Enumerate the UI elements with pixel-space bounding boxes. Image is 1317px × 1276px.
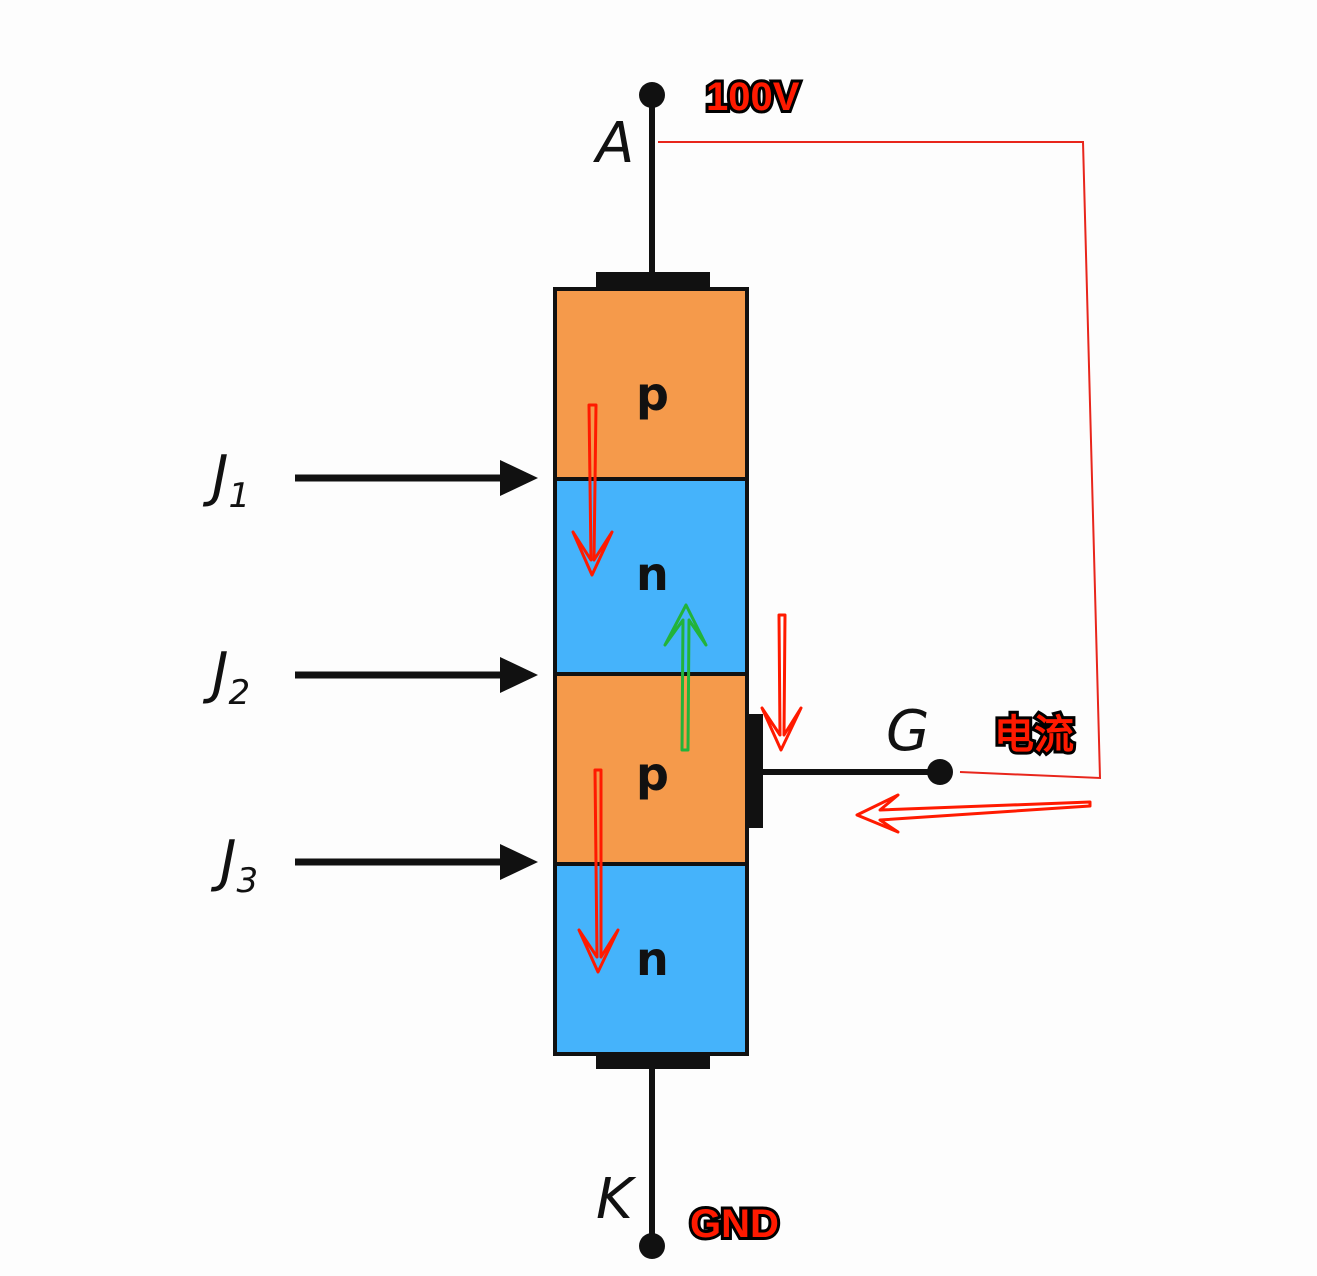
junction-arrow-j3 [295,844,538,880]
current-arrow-down-1 [571,403,614,577]
gate-label: G [886,699,929,764]
cathode-lead [596,1052,710,1259]
anode-lead [596,82,710,290]
layer-label: p [636,367,669,421]
junction-arrows [295,460,538,880]
n-layer-top [553,477,749,676]
gate-current-arrow [855,793,1092,834]
current-arrow-down-2 [577,768,620,974]
external-trigger-wire [658,141,1102,780]
layer-label: n [636,932,669,986]
layer-label: p [636,747,669,801]
current-arrow-up-green [663,603,708,752]
current-arrow-down-gate [760,613,803,752]
junction-arrow-j1 [295,460,538,496]
ground-label: GND [690,1202,779,1246]
layer-stack [553,287,749,1056]
junction-arrow-j2 [295,657,538,693]
cathode-label: K [596,1167,637,1232]
junction-label-j1: J1 [202,444,250,516]
anode-label: A [593,111,634,176]
junction-label-j2: J2 [202,641,250,713]
anode-voltage-label: 100V [706,75,800,119]
gate-lead [745,714,953,828]
layer-label: n [636,547,669,601]
junction-label-j3: J3 [210,829,258,901]
p-layer-top [553,287,749,481]
gate-current-label: 电流 [994,713,1074,757]
